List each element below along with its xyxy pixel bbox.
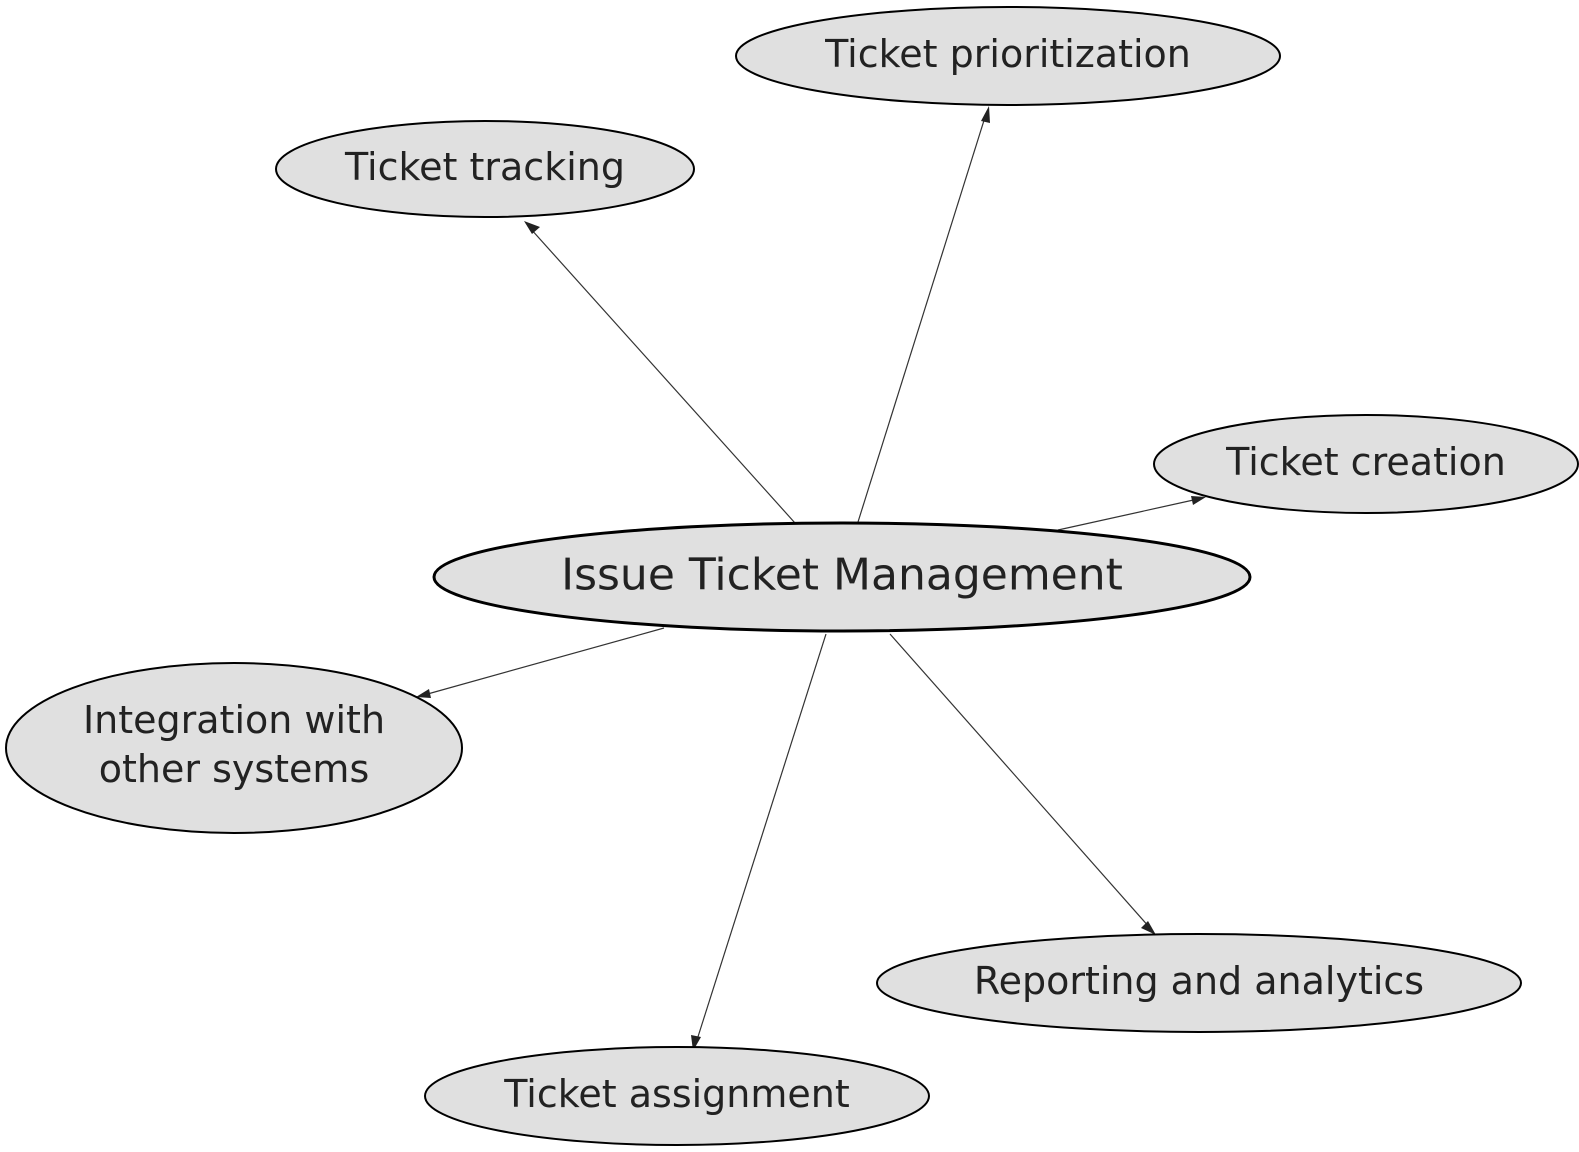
edge-to-ticket-tracking [524,221,796,524]
node-label: Ticket creation [1225,440,1506,484]
edge-to-ticket-creation [1057,496,1206,531]
node-integration-with-other-systems: Integration with other systems [5,662,463,834]
center-node-label: Issue Ticket Management [561,550,1123,601]
node-ticket-prioritization: Ticket prioritization [735,6,1281,106]
node-ticket-tracking: Ticket tracking [275,120,695,218]
node-label: Ticket assignment [503,1072,850,1116]
node-label: Ticket tracking [344,145,625,189]
arrowhead-icon [1141,921,1156,935]
node-label: Ticket prioritization [824,32,1191,76]
node-issue-ticket-management: Issue Ticket Management [432,521,1252,633]
arrowhead-icon [1191,496,1206,505]
edges [416,106,1206,1051]
node-ticket-assignment: Ticket assignment [424,1046,930,1146]
node-label: Reporting and analytics [974,959,1424,1003]
node-reporting-and-analytics: Reporting and analytics [876,933,1522,1033]
node-label-line-2: other systems [99,747,370,791]
node-label-line-1: Integration with [83,698,385,742]
arrowhead-icon [416,689,431,698]
edge-to-ticket-assignment [691,633,827,1051]
edge-to-integration [416,627,665,698]
arrowhead-icon [981,106,990,123]
edge-to-ticket-prioritization [857,106,990,523]
arrowhead-icon [524,221,540,234]
edge-to-reporting [889,633,1156,935]
node-ticket-creation: Ticket creation [1153,414,1579,514]
